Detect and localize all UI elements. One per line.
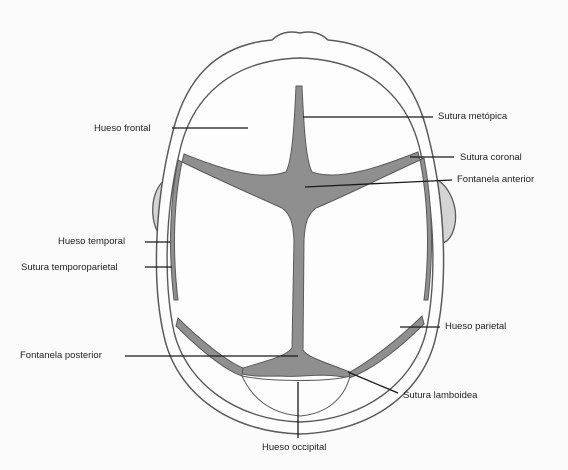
label-sutura-metopica: Sutura metópica <box>438 111 507 122</box>
label-sutura-coronal: Sutura coronal <box>460 152 522 163</box>
label-hueso-frontal: Hueso frontal <box>94 123 151 134</box>
label-fontanela-anterior: Fontanela anterior <box>457 174 534 185</box>
label-sutura-temporoparietal: Sutura temporoparietal <box>21 262 118 273</box>
label-hueso-occipital: Hueso occipital <box>262 442 326 453</box>
label-hueso-temporal: Hueso temporal <box>58 236 125 247</box>
label-hueso-parietal: Hueso parietal <box>445 321 506 332</box>
label-sutura-lamboidea: Sutura lamboidea <box>403 390 477 401</box>
label-fontanela-posterior: Fontanela posterior <box>20 350 102 361</box>
